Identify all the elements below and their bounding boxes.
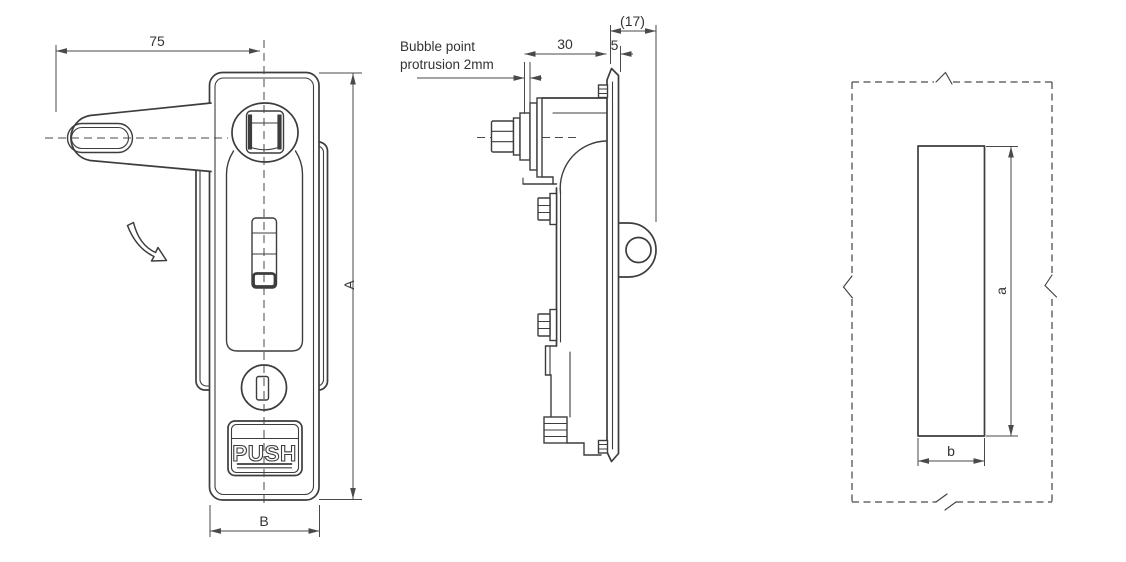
bubble-point-note: Bubble point protrusion 2mm	[400, 39, 542, 114]
side-view: Bubble point protrusion 2mm 30 5 (17)	[400, 13, 657, 463]
dim-30: 30	[524, 36, 607, 57]
dim-A: A	[319, 72, 362, 500]
keyhole-slot	[255, 375, 270, 401]
dim-17: (17)	[609, 13, 657, 222]
mounting-plate	[597, 67, 620, 463]
handle-pivot-hub	[231, 102, 299, 163]
break-mark-top	[935, 71, 953, 85]
dim-5-label: 5	[611, 37, 619, 53]
rear-mounting-tab	[617, 222, 657, 278]
clamp-bolt-bottom	[537, 308, 558, 342]
dim-b-label: b	[947, 443, 955, 459]
dim-75: 75	[55, 33, 261, 112]
break-mark-bottom	[935, 493, 957, 511]
dim-30-label: 30	[557, 36, 573, 52]
hex-nut	[490, 120, 515, 153]
panel-boundary	[842, 71, 1058, 511]
dim-b: b	[917, 438, 985, 466]
note-line1: Bubble point	[400, 39, 475, 54]
panel-cutout-rect	[917, 145, 986, 437]
dim-a-label: a	[993, 287, 1009, 295]
tab-hole	[625, 236, 652, 264]
swing-handle	[66, 102, 212, 173]
dim-5: 5	[611, 37, 633, 72]
dim-17-label: (17)	[620, 13, 645, 29]
handle-grip-slot	[66, 122, 134, 154]
handle-recess-channel	[225, 150, 304, 352]
cutout-view: a b	[842, 71, 1058, 511]
plate-screw-bottom	[597, 439, 609, 454]
break-mark-right	[1044, 274, 1058, 298]
clamp-bolt-top	[537, 192, 558, 226]
bubble-point-flange	[529, 102, 538, 171]
dim-A-label: A	[341, 280, 357, 290]
dim-a: a	[986, 146, 1018, 437]
housing-lower-step	[543, 345, 602, 456]
plate-screw-top	[597, 84, 609, 99]
front-view: PUSH 75 A B	[45, 33, 362, 537]
dim-B: B	[209, 505, 320, 537]
note-line2: protrusion 2mm	[400, 57, 494, 72]
dim-75-label: 75	[149, 33, 165, 49]
push-label: PUSH	[232, 441, 297, 466]
dim-B-label: B	[259, 513, 268, 529]
rotation-arrow-icon	[126, 221, 168, 262]
handle-shaft-section	[245, 110, 285, 154]
break-mark-left	[842, 275, 854, 299]
cylinder-stack	[490, 97, 558, 185]
